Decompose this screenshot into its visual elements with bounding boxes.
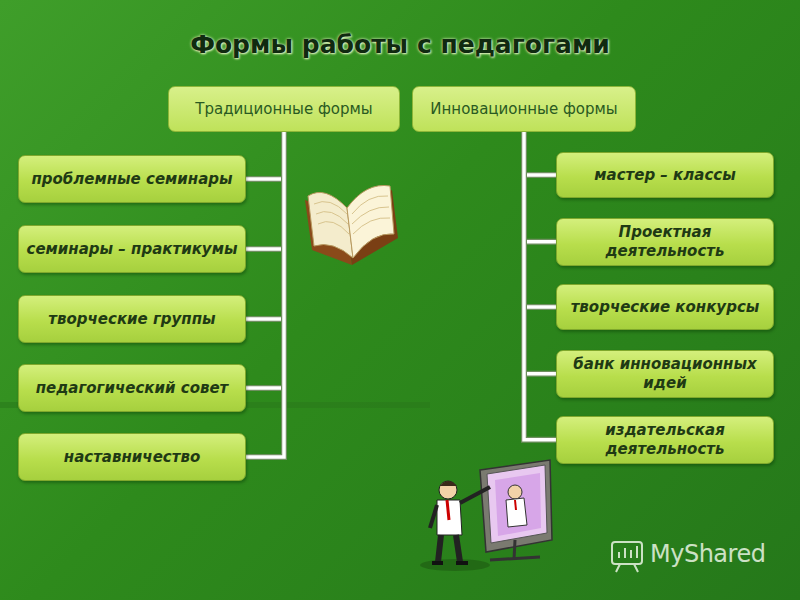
box-text: семинары – практикумы — [27, 240, 238, 259]
connector — [524, 132, 556, 175]
box-text: Традиционные формы — [195, 100, 372, 118]
presenter-illustration — [420, 460, 552, 571]
watermark: MyShared — [650, 540, 765, 568]
watermark-icon — [612, 542, 642, 572]
box-text: педагогический совет — [36, 379, 229, 398]
connector — [246, 132, 284, 319]
box-text: наставничество — [64, 448, 200, 467]
box-text: мастер – классы — [594, 166, 735, 185]
connector — [524, 132, 556, 374]
category-box: Традиционные формы — [168, 86, 400, 132]
box-text: проблемные семинары — [31, 170, 232, 189]
box-text: Проектная деятельность — [563, 223, 767, 261]
connector — [524, 132, 556, 440]
box-text: Инновационные формы — [430, 100, 617, 118]
box-text: издательская деятельность — [563, 421, 767, 459]
form-box: творческие группы — [18, 295, 246, 343]
form-box: семинары – практикумы — [18, 225, 246, 273]
connector — [246, 132, 284, 179]
watermark-text: MyShared — [650, 540, 765, 568]
form-box: проблемные семинары — [18, 155, 246, 203]
form-box: банк инновационных идей — [556, 350, 774, 398]
connector — [524, 132, 556, 307]
form-box: Проектная деятельность — [556, 218, 774, 266]
form-box: издательская деятельность — [556, 416, 774, 464]
form-box: педагогический совет — [18, 364, 246, 412]
connector — [246, 132, 284, 249]
diagram-title: Формы работы с педагогами — [0, 30, 800, 59]
connector — [246, 132, 284, 388]
connector — [524, 132, 556, 242]
box-text: банк инновационных идей — [563, 355, 767, 393]
form-box: мастер – классы — [556, 152, 774, 198]
connector — [246, 132, 284, 457]
form-box: наставничество — [18, 433, 246, 481]
category-box: Инновационные формы — [412, 86, 636, 132]
form-box: творческие конкурсы — [556, 284, 774, 330]
book-illustration — [305, 185, 398, 265]
title-text: Формы работы с педагогами — [190, 30, 610, 59]
box-text: творческие конкурсы — [571, 298, 760, 317]
box-text: творческие группы — [48, 310, 215, 329]
